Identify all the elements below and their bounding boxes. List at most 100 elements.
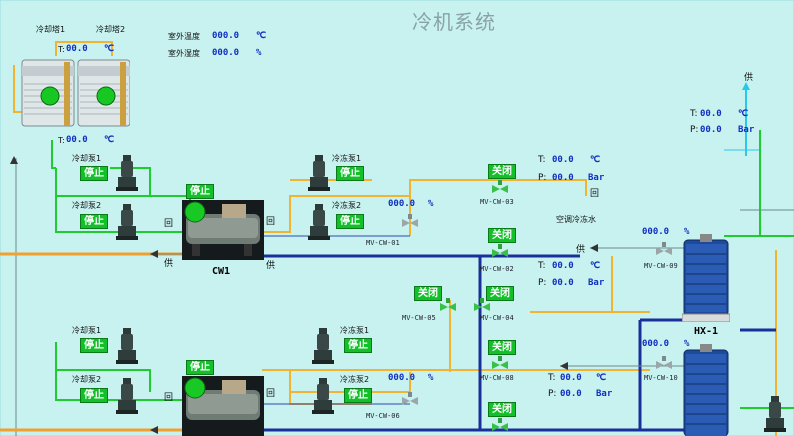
tower-2-label: 冷却塔2 <box>96 25 126 34</box>
tower-1-label: 冷却塔1 <box>36 25 66 34</box>
valve-06-unit: % <box>428 373 434 383</box>
chiller-1-return-right: 回 <box>266 217 276 227</box>
valve-icon[interactable] <box>440 298 456 312</box>
right-supply-marker: 供 <box>744 73 754 83</box>
outdoor-temp-unit: ℃ <box>256 31 267 41</box>
heat-exchanger-icon <box>683 344 729 436</box>
valve-03-status[interactable]: 关闭 <box>488 164 516 179</box>
valve-icon[interactable] <box>492 356 508 370</box>
right-pressure-label: P: <box>690 125 699 135</box>
chiller-1-supply-right: 供 <box>266 261 276 271</box>
upper-return-marker: 回 <box>590 189 600 199</box>
valve-10-tag: MV-CW-10 <box>644 374 678 382</box>
pump-icon <box>764 396 786 432</box>
valve-04-status[interactable]: 关闭 <box>486 286 514 301</box>
outdoor-humidity-value: 000.0 <box>212 48 240 58</box>
return-temp-value: 00.0 <box>552 261 574 271</box>
pump-icon <box>116 204 138 240</box>
page-title: 冷机系统 <box>412 10 496 34</box>
supply-temp-label: T: <box>538 155 546 165</box>
supply-temp-unit: ℃ <box>590 155 601 165</box>
upper-supply-marker: 供 <box>576 245 586 255</box>
tower-bottom-temp-unit: ℃ <box>104 135 115 145</box>
pump-icon <box>308 155 330 191</box>
valve-08-tag: MV-CW-08 <box>480 374 514 382</box>
lower-temp-label: T: <box>548 373 556 383</box>
cooling-pump-2-label: 冷却泵2 <box>72 201 102 210</box>
valve-icon[interactable] <box>492 180 508 194</box>
chilled-pump-2-status[interactable]: 停止 <box>336 214 364 229</box>
lower-pressure-unit: Bar <box>596 389 613 399</box>
valve-icon[interactable] <box>492 418 508 432</box>
right-temp-value: 00.0 <box>700 109 722 119</box>
tower-top-temp-unit: ℃ <box>104 44 115 54</box>
valve-01-unit: % <box>428 199 434 209</box>
outdoor-humidity-label: 室外湿度 <box>168 49 200 58</box>
valve-10-value: 000.0 <box>642 339 670 349</box>
outdoor-temp-label: 室外温度 <box>168 32 200 41</box>
valve-03-tag: MV-CW-03 <box>480 198 514 206</box>
chiller-2-return-left: 回 <box>164 393 174 403</box>
lower-chilled-pump-1-status[interactable]: 停止 <box>344 338 372 353</box>
valve-icon[interactable] <box>656 242 672 256</box>
valve-06-value: 000.0 <box>388 373 416 383</box>
valve-icon[interactable] <box>474 298 490 312</box>
valve-02-status[interactable]: 关闭 <box>488 228 516 243</box>
pump-icon <box>308 204 330 240</box>
valve-08-status[interactable]: 关闭 <box>488 340 516 355</box>
outdoor-temp-value: 000.0 <box>212 31 240 41</box>
return-pressure-label: P: <box>538 278 547 288</box>
chiller-cw1-status[interactable]: 停止 <box>186 184 214 199</box>
pump-icon <box>116 328 138 364</box>
heat-exchanger-icon <box>682 234 730 322</box>
right-temp-label: T: <box>690 109 698 119</box>
valve-05-tag: MV-CW-05 <box>402 314 436 322</box>
lower-chilled-pump-2-status[interactable]: 停止 <box>344 388 372 403</box>
valve-icon[interactable] <box>656 356 672 370</box>
lower-cooling-pump-2-label: 冷却泵2 <box>72 375 102 384</box>
chilled-pump-2-label: 冷冻泵2 <box>332 201 362 210</box>
cooling-pump-2-status[interactable]: 停止 <box>80 214 108 229</box>
chiller-cw1-label: CW1 <box>212 266 231 277</box>
lower-temp-unit: ℃ <box>596 373 607 383</box>
valve-02-tag: MV-CW-02 <box>480 265 514 273</box>
lower-temp-value: 00.0 <box>560 373 582 383</box>
supply-pressure-unit: Bar <box>588 173 605 183</box>
pump-icon <box>312 378 334 414</box>
lower-chilled-pump-1-label: 冷冻泵1 <box>340 326 370 335</box>
valve-10-unit: % <box>684 339 690 349</box>
cooling-pump-1-status[interactable]: 停止 <box>80 166 108 181</box>
lower-cooling-pump-1-status[interactable]: 停止 <box>80 338 108 353</box>
valve-04-tag: MV-CW-04 <box>480 314 514 322</box>
outdoor-humidity-unit: % <box>256 48 262 58</box>
chilled-pump-1-status[interactable]: 停止 <box>336 166 364 181</box>
lower-pressure-value: 00.0 <box>560 389 582 399</box>
tower-bottom-temp-value: 00.0 <box>66 135 88 145</box>
valve-icon[interactable] <box>402 392 418 406</box>
tower-bottom-temp-label: T: <box>58 136 65 145</box>
chiller-icon <box>182 376 264 436</box>
return-pressure-value: 00.0 <box>552 278 574 288</box>
supply-temp-value: 00.0 <box>552 155 574 165</box>
valve-icon[interactable] <box>402 214 418 228</box>
valve-06-tag: MV-CW-06 <box>366 412 400 420</box>
valve-01-value: 000.0 <box>388 199 416 209</box>
right-temp-unit: ℃ <box>738 109 749 119</box>
chiller-1-supply-left: 供 <box>164 259 174 269</box>
return-pressure-unit: Bar <box>588 278 605 288</box>
valve-lower-status[interactable]: 关闭 <box>488 402 516 417</box>
valve-09-tag: MV-CW-09 <box>644 262 678 270</box>
pump-icon <box>116 378 138 414</box>
return-temp-label: T: <box>538 261 546 271</box>
chiller-cw2-status[interactable]: 停止 <box>186 360 214 375</box>
valve-05-status[interactable]: 关闭 <box>414 286 442 301</box>
supply-pressure-label: P: <box>538 173 547 183</box>
cooling-tower-icon <box>21 59 130 127</box>
valve-icon[interactable] <box>492 244 508 258</box>
supply-pressure-value: 00.0 <box>552 173 574 183</box>
valve-09-unit: % <box>684 227 690 237</box>
lower-cooling-pump-2-status[interactable]: 停止 <box>80 388 108 403</box>
tower-top-temp-value: 00.0 <box>66 44 88 54</box>
hx-1-label: HX-1 <box>694 326 719 337</box>
